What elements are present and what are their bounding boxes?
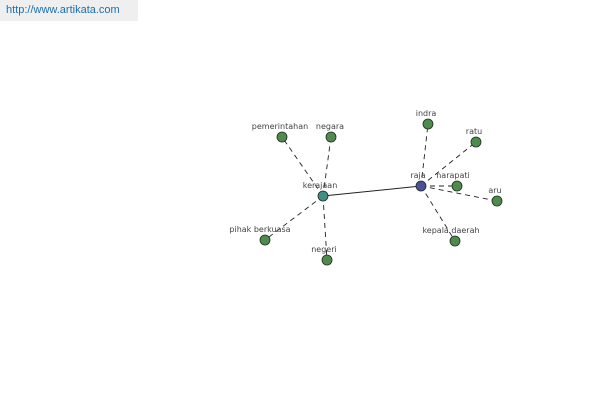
- edge-kerajaan-negara: [322, 136, 332, 197]
- node-label-negeri[interactable]: negeri: [311, 245, 337, 254]
- node-aru[interactable]: [491, 195, 503, 207]
- graph-edges: [264, 123, 498, 261]
- node-label-narapati[interactable]: narapati: [436, 171, 470, 180]
- edge-raja-aru: [420, 185, 498, 202]
- node-label-kepala[interactable]: kepala daerah: [422, 226, 479, 235]
- node-pihak[interactable]: [259, 234, 271, 246]
- edge-raja-indra: [420, 123, 429, 187]
- node-label-indra[interactable]: indra: [416, 109, 437, 118]
- node-label-pemerintahan[interactable]: pemerintahan: [252, 122, 308, 131]
- edge-kerajaan-negeri: [322, 195, 328, 261]
- node-narapati[interactable]: [451, 180, 463, 192]
- node-label-kerajaan[interactable]: kerajaan: [303, 181, 338, 190]
- site-url[interactable]: http://www.artikata.com: [0, 0, 138, 21]
- graph-labels: kerajaan raja pemerintahan negara pihak berk…: [229, 109, 501, 254]
- node-label-negara[interactable]: negara: [316, 122, 344, 131]
- node-label-raja[interactable]: raja: [410, 171, 425, 180]
- node-kerajaan[interactable]: [317, 190, 329, 202]
- node-label-aru[interactable]: aru: [488, 186, 501, 195]
- node-label-ratu[interactable]: ratu: [466, 127, 482, 136]
- edge-kerajaan-pihak: [264, 195, 324, 241]
- node-label-pihak[interactable]: pihak berkuasa: [229, 225, 290, 234]
- node-raja[interactable]: [415, 180, 427, 192]
- graph-nodes: [259, 118, 503, 266]
- edge-kerajaan-pemerintahan: [281, 136, 324, 197]
- edge-raja-kepala: [420, 185, 456, 242]
- node-pemerintahan[interactable]: [276, 131, 288, 143]
- node-kepala[interactable]: [449, 235, 461, 247]
- edge-raja-ratu: [420, 141, 477, 187]
- node-indra[interactable]: [422, 118, 434, 130]
- node-negeri[interactable]: [321, 254, 333, 266]
- node-negara[interactable]: [325, 131, 337, 143]
- node-ratu[interactable]: [470, 136, 482, 148]
- edge-kerajaan-raja: [322, 185, 422, 197]
